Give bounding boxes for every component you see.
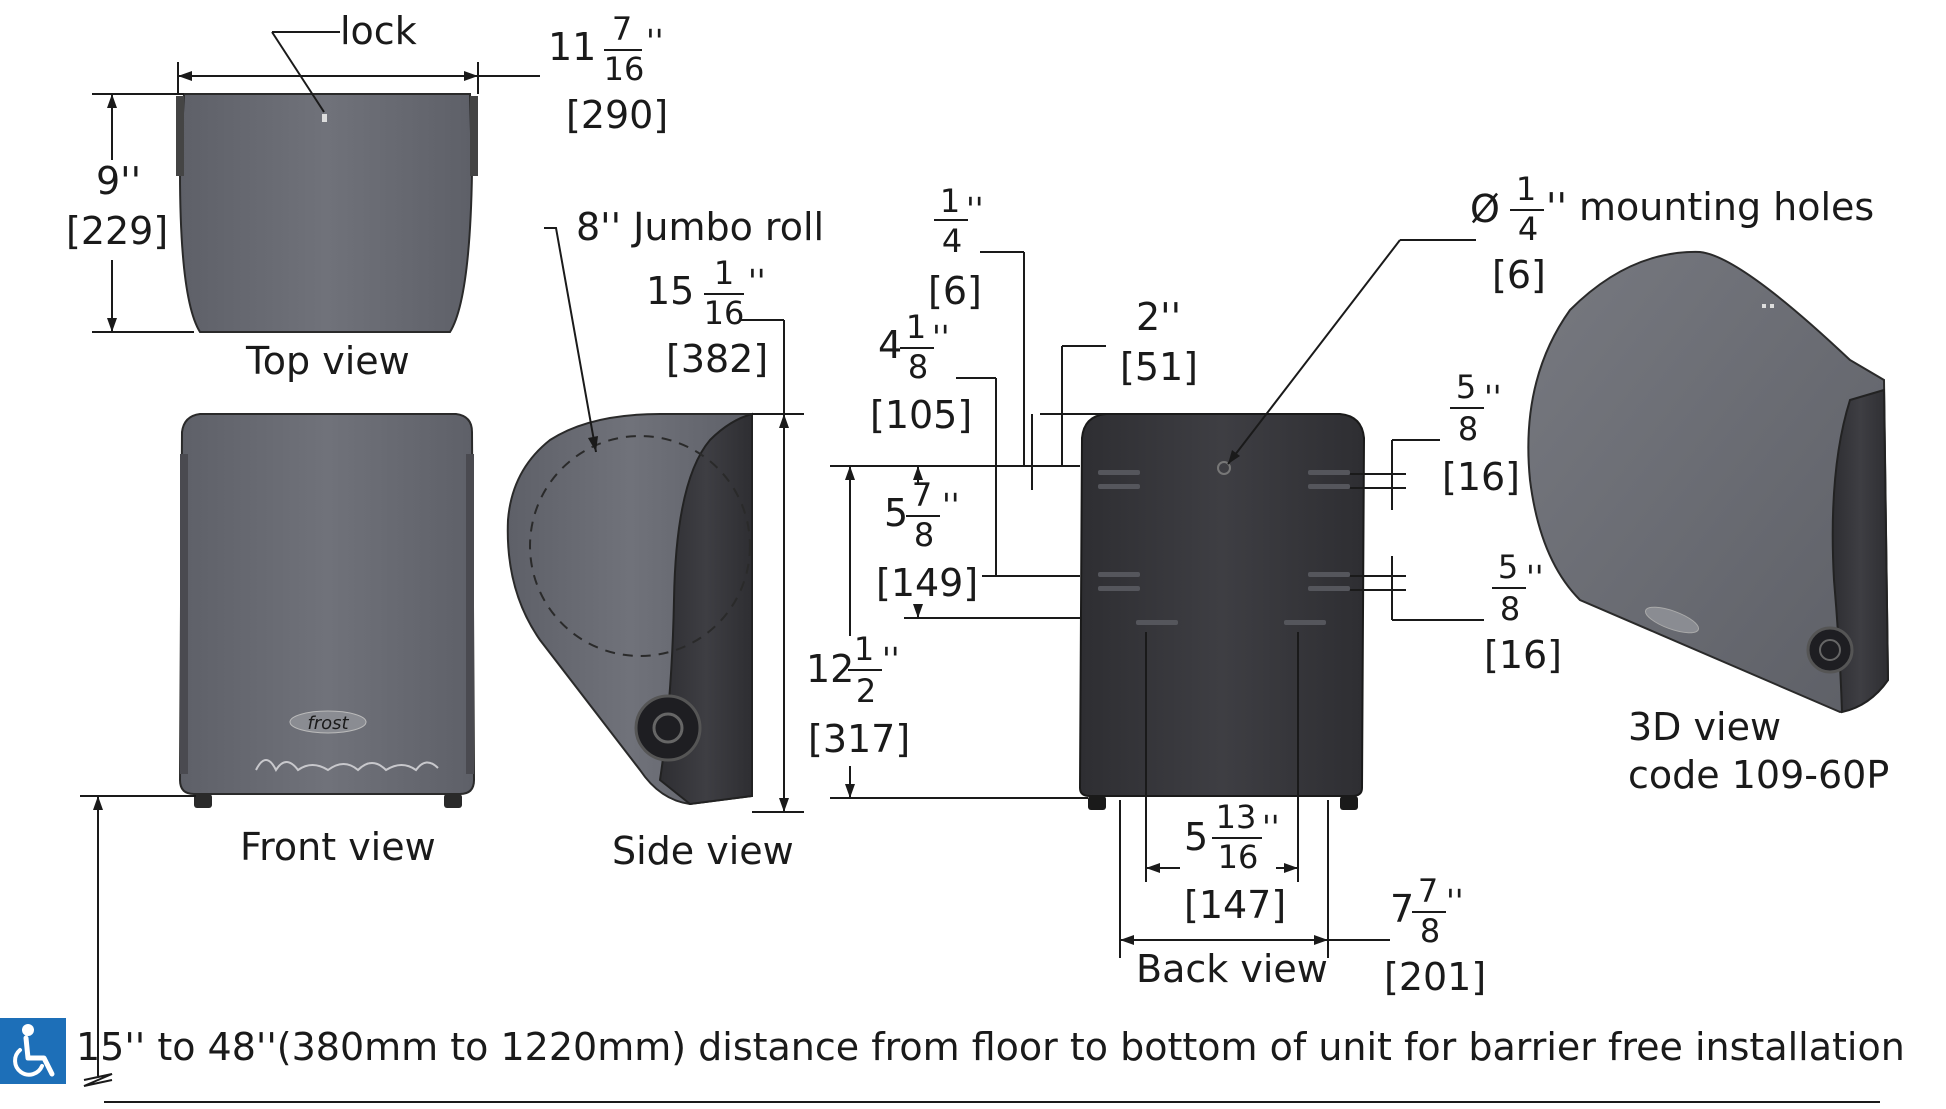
front-view-body — [178, 413, 476, 795]
d5-mm: [317] — [808, 717, 910, 761]
holes-leader — [1227, 239, 1401, 465]
three-d-dark-panel — [1831, 388, 1890, 714]
d1-unit: '' — [966, 190, 984, 228]
holes-text: '' mounting holes — [1546, 185, 1874, 229]
top-view-hinge-right — [470, 96, 478, 176]
frost-logo — [289, 710, 367, 734]
lock-label: lock — [340, 9, 417, 53]
r2-num: 5 — [1498, 548, 1518, 586]
front-hand-pictograms — [255, 759, 439, 773]
three-d-code: code 109-60P — [1628, 753, 1889, 797]
lock-keyhole — [322, 114, 327, 122]
top-width-mm: [290] — [566, 93, 668, 137]
side-height-mm: [382] — [666, 337, 768, 381]
side-height-unit: '' — [748, 262, 766, 300]
d6-unit: '' — [1262, 808, 1280, 846]
front-foot-right — [444, 794, 462, 808]
d5-den: 2 — [856, 672, 876, 710]
r2-den: 8 — [1500, 590, 1520, 628]
r2-unit: '' — [1526, 558, 1544, 596]
d2-unit: '' — [932, 318, 950, 356]
top-view: lock 11 7 16 '' [290] 9'' [229] Top view — [66, 9, 668, 383]
three-d-dial — [1806, 626, 1854, 674]
d3-mm: [51] — [1120, 345, 1198, 389]
side-view: 8'' Jumbo roll 15 1 16 '' [382] Side vie… — [506, 205, 824, 873]
top-depth-mm: [229] — [66, 209, 168, 253]
d6-num: 13 — [1216, 798, 1257, 836]
front-view-caption: Front view — [240, 825, 436, 869]
top-width-unit: '' — [646, 22, 664, 60]
d6-whole: 5 — [1184, 815, 1208, 859]
d7-whole: 7 — [1390, 887, 1414, 931]
back-foot-left — [1088, 796, 1106, 810]
diameter-symbol-icon: Ø — [1470, 187, 1500, 231]
holes-den: 4 — [1518, 210, 1538, 248]
top-depth-whole: 9'' — [96, 159, 141, 203]
side-height-den: 16 — [704, 294, 745, 332]
holes-mm: [6] — [1492, 253, 1546, 297]
d7-den: 8 — [1420, 912, 1440, 950]
d7-num: 7 — [1418, 872, 1438, 910]
top-view-body — [178, 93, 474, 333]
three-d-view: 3D view code 109-60P — [1527, 250, 1890, 797]
d5-unit: '' — [882, 640, 900, 678]
roll-outline — [529, 435, 751, 657]
top-view-hinge-left — [176, 96, 184, 176]
side-dial — [634, 694, 702, 762]
d1-den: 4 — [942, 222, 962, 260]
top-width-den: 16 — [604, 50, 645, 88]
three-d-logo — [1645, 606, 1699, 634]
d4-num: 7 — [912, 476, 932, 514]
d7-unit: '' — [1446, 882, 1464, 920]
r1-mm: [16] — [1442, 455, 1520, 499]
three-d-caption: 3D view — [1628, 705, 1781, 749]
d4-whole: 5 — [884, 491, 908, 535]
barrier-free-note: 15'' to 48''(380mm to 1220mm) distance f… — [0, 795, 1905, 1103]
jumbo-roll-label: 8'' Jumbo roll — [576, 205, 824, 249]
holes-num: 1 — [1516, 170, 1536, 208]
mounting-hole — [1217, 461, 1231, 475]
lock-leader — [271, 31, 325, 113]
d2-whole: 4 — [878, 323, 902, 367]
d1-mm: [6] — [928, 269, 982, 313]
d6-den: 16 — [1218, 838, 1259, 876]
d7-mm: [201] — [1384, 955, 1486, 999]
r1-unit: '' — [1484, 378, 1502, 416]
top-width-num: 7 — [612, 10, 632, 48]
d4-mm: [149] — [876, 561, 978, 605]
three-d-body — [1527, 250, 1890, 714]
d4-unit: '' — [942, 486, 960, 524]
top-view-caption: Top view — [245, 339, 410, 383]
wheelchair-accessibility-icon — [0, 1018, 66, 1084]
r1-den: 8 — [1458, 410, 1478, 448]
d2-den: 8 — [908, 348, 928, 386]
back-foot-right — [1340, 796, 1358, 810]
d1-num: 1 — [940, 182, 960, 220]
d6-mm: [147] — [1184, 883, 1286, 927]
d3-whole: 2'' — [1136, 295, 1181, 339]
frost-logo-text: frost — [307, 713, 349, 734]
d5-whole: 12 — [806, 647, 854, 691]
side-height-num: 1 — [714, 254, 734, 292]
front-foot-left — [194, 794, 212, 808]
top-width-whole: 11 — [548, 25, 596, 69]
r2-mm: [16] — [1484, 633, 1562, 677]
side-height-whole: 15 — [646, 269, 694, 313]
back-slots — [1098, 470, 1350, 625]
d4-den: 8 — [914, 516, 934, 554]
barrier-free-text: 15'' to 48''(380mm to 1220mm) distance f… — [76, 1025, 1905, 1069]
d2-mm: [105] — [870, 393, 972, 437]
d2-num: 1 — [906, 308, 926, 346]
r1-num: 5 — [1456, 368, 1476, 406]
side-view-caption: Side view — [612, 829, 794, 873]
back-view: 1 4 '' [6] 4 1 8 '' [105] 2'' [51] 5 7 8… — [800, 170, 1874, 999]
d5-num: 1 — [854, 630, 874, 668]
back-view-caption: Back view — [1136, 947, 1328, 991]
front-view: frost Front view — [178, 413, 476, 869]
